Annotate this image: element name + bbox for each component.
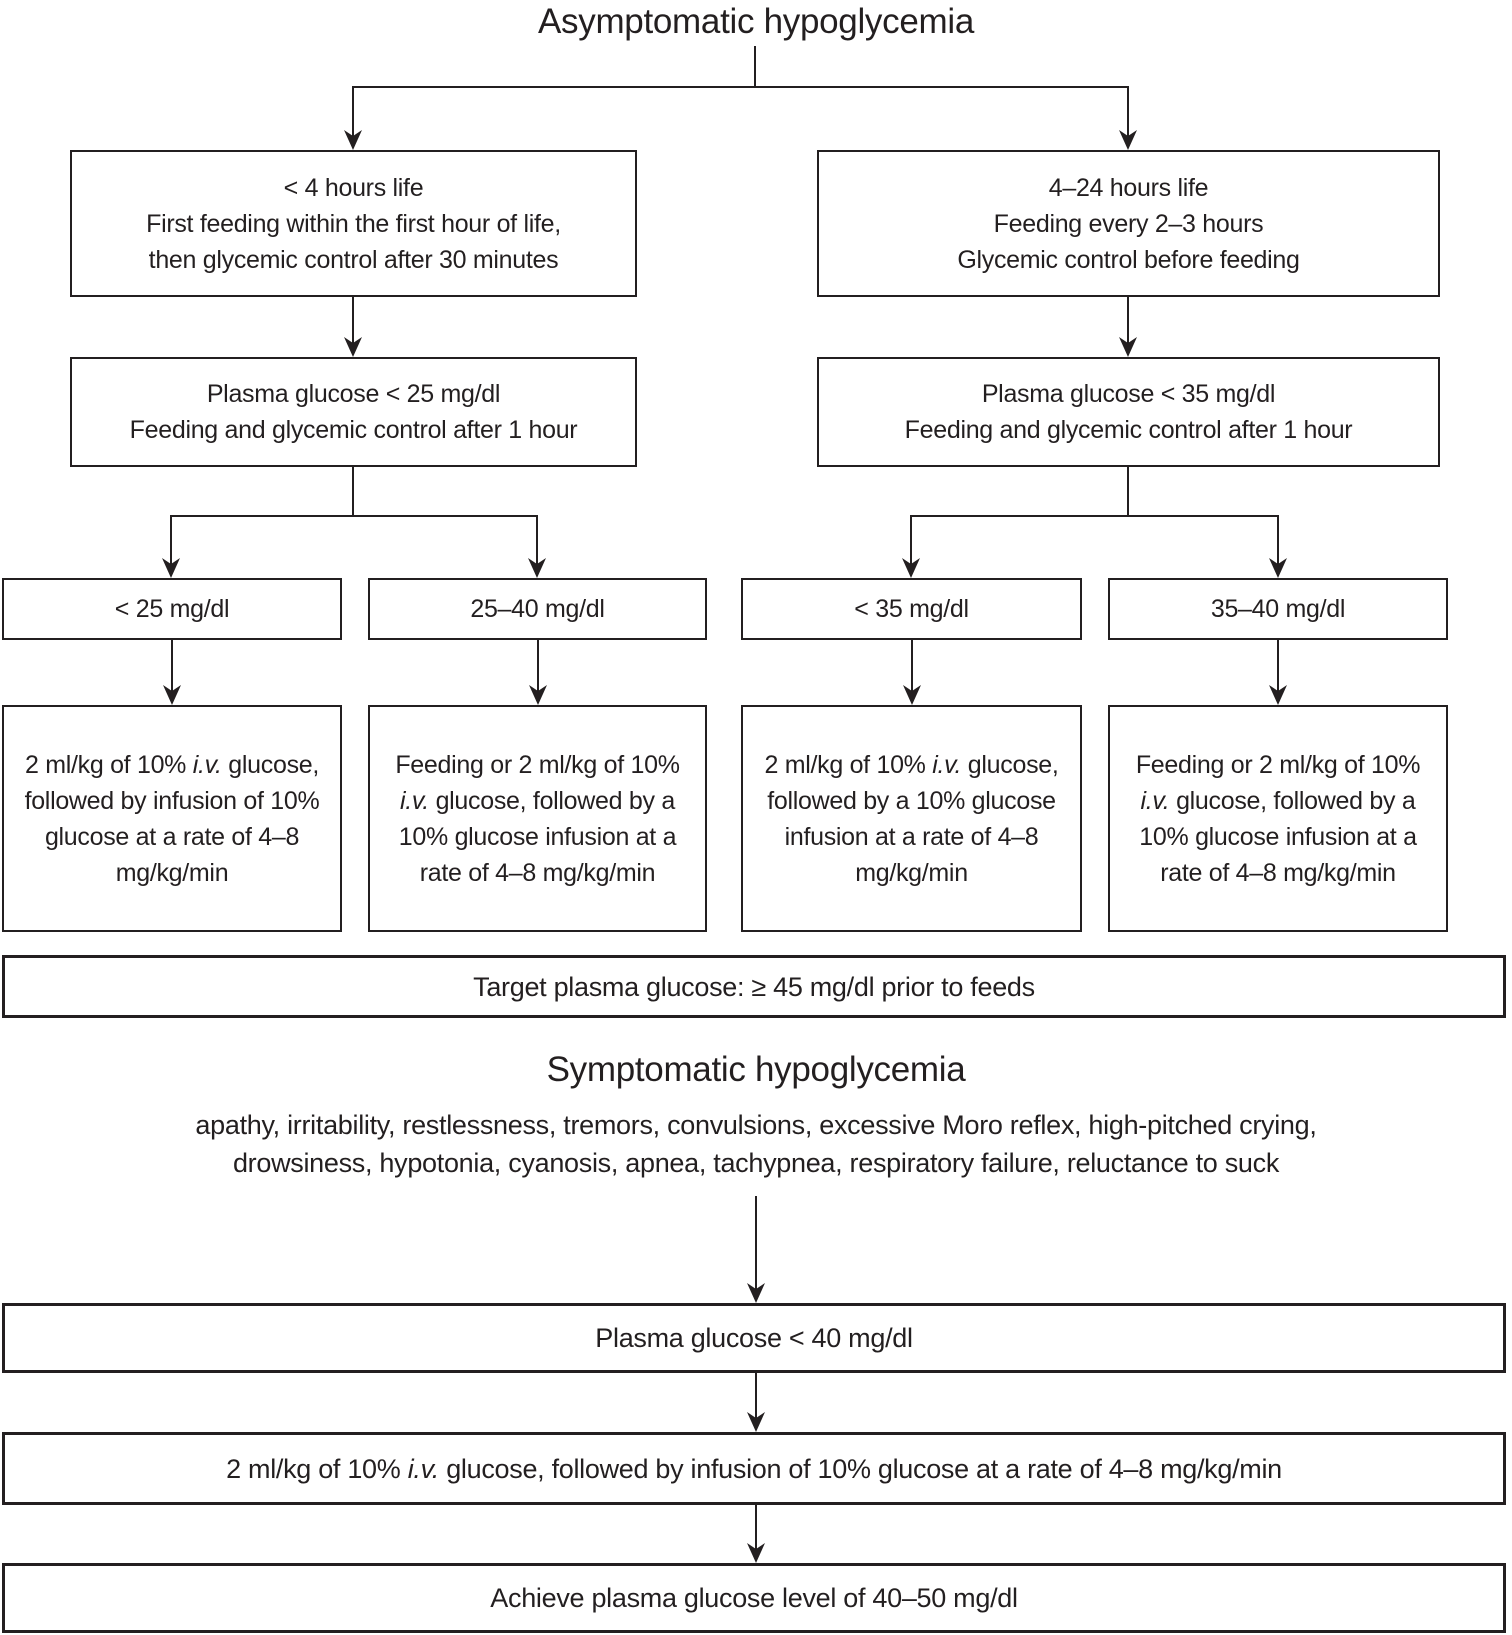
symptomatic-treatment-text: 2 ml/kg of 10% i.v. glucose, followed by… — [226, 1452, 1282, 1486]
symptoms-list: apathy, irritability, restlessness, trem… — [0, 1106, 1512, 1182]
connector-line — [537, 640, 539, 691]
text-segment: 2 ml/kg of 10% — [24, 750, 193, 779]
treatment-box-2: Feeding or 2 ml/kg of 10% i.v. glucose, … — [368, 705, 707, 932]
age-box-line: 4–24 hours life — [1048, 173, 1209, 202]
threshold-label: < 35 mg/dl — [854, 595, 969, 623]
connector-line — [910, 515, 1279, 517]
treatment-box-3: 2 ml/kg of 10% i.v. glucose, followed by… — [741, 705, 1082, 932]
treatment-text: Feeding or 2 ml/kg of 10% i.v. glucose, … — [382, 747, 693, 891]
goal-bar: Achieve plasma glucose level of 40–50 mg… — [2, 1563, 1506, 1633]
connector-line — [170, 515, 172, 564]
connector-line — [352, 467, 354, 517]
symptomatic-treatment-bar: 2 ml/kg of 10% i.v. glucose, followed by… — [2, 1432, 1506, 1505]
threshold-label: < 25 mg/dl — [114, 595, 230, 623]
age-box-line: then glycemic control after 30 minutes — [148, 245, 559, 274]
symptomatic-glucose-text: Plasma glucose < 40 mg/dl — [595, 1323, 913, 1353]
text-segment-italic: i.v. — [1140, 786, 1170, 815]
threshold-label: 25–40 mg/dl — [470, 595, 605, 623]
age-box-line: First feeding within the first hour of l… — [146, 209, 561, 238]
text-segment: Feeding or 2 ml/kg of 10% — [1135, 750, 1421, 779]
glucose-box-line: Plasma glucose < 25 mg/dl — [206, 380, 501, 408]
treatment-text: 2 ml/kg of 10% i.v. glucose, followed by… — [755, 747, 1068, 891]
goal-text: Achieve plasma glucose level of 40–50 mg… — [490, 1583, 1018, 1613]
connector-line — [755, 1505, 757, 1549]
connector-line — [754, 46, 756, 88]
text-segment-italic: i.v. — [192, 750, 222, 779]
text-segment: glucose, followed by a 10% glucose infus… — [1139, 786, 1417, 887]
connector-line — [911, 640, 913, 691]
text-segment: glucose, followed by a 10% glucose infus… — [398, 786, 677, 887]
text-segment: glucose, followed by infusion of 10% glu… — [439, 1453, 1282, 1484]
right-glucose-box: Plasma glucose < 35 mg/dl Feeding and gl… — [817, 357, 1440, 467]
text-segment: glucose, followed by infusion of 10% glu… — [24, 750, 320, 887]
threshold-box-lt25: < 25 mg/dl — [2, 578, 342, 640]
connector-line — [352, 86, 354, 136]
age-box-line: < 4 hours life — [283, 173, 424, 202]
symptoms-line: drowsiness, hypotonia, cyanosis, apnea, … — [232, 1148, 1280, 1178]
text-segment: Feeding or 2 ml/kg of 10% — [395, 750, 680, 779]
connector-line — [1127, 467, 1129, 517]
connector-line — [755, 1373, 757, 1418]
connector-line — [352, 297, 354, 343]
treatment-box-4: Feeding or 2 ml/kg of 10% i.v. glucose, … — [1108, 705, 1448, 932]
glucose-box-line: Plasma glucose < 35 mg/dl — [981, 380, 1276, 408]
left-glucose-box: Plasma glucose < 25 mg/dl Feeding and gl… — [70, 357, 637, 467]
treatment-text: Feeding or 2 ml/kg of 10% i.v. glucose, … — [1122, 747, 1434, 891]
text-segment: glucose, followed by a 10% glucose infus… — [767, 750, 1059, 887]
text-segment-italic: i.v. — [400, 786, 429, 815]
treatment-box-1: 2 ml/kg of 10% i.v. glucose, followed by… — [2, 705, 342, 932]
connector-line — [171, 640, 173, 691]
connector-line — [352, 86, 1129, 88]
glucose-box-line: Feeding and glycemic control after 1 hou… — [129, 416, 578, 444]
text-segment: 2 ml/kg of 10% — [226, 1453, 408, 1484]
threshold-box-35-40: 35–40 mg/dl — [1108, 578, 1448, 640]
glucose-box-line: Feeding and glycemic control after 1 hou… — [904, 416, 1353, 444]
threshold-box-25-40: 25–40 mg/dl — [368, 578, 707, 640]
threshold-label: 35–40 mg/dl — [1210, 595, 1346, 623]
connector-line — [1277, 515, 1279, 564]
connector-line — [1127, 297, 1129, 343]
text-segment: 2 ml/kg of 10% — [764, 750, 933, 779]
symptomatic-section-title: Symptomatic hypoglycemia — [546, 1050, 966, 1089]
connector-line — [536, 515, 538, 564]
treatment-text: 2 ml/kg of 10% i.v. glucose, followed by… — [16, 747, 328, 891]
connector-line — [1277, 640, 1279, 691]
left-age-box: < 4 hours life First feeding within the … — [70, 150, 637, 297]
connector-line — [755, 1196, 757, 1289]
age-box-line: Feeding every 2–3 hours — [993, 209, 1264, 238]
connector-line — [910, 515, 912, 564]
target-glucose-text: Target plasma glucose: ≥ 45 mg/dl prior … — [473, 971, 1035, 1002]
threshold-box-lt35: < 35 mg/dl — [741, 578, 1082, 640]
symptomatic-glucose-bar: Plasma glucose < 40 mg/dl — [2, 1303, 1506, 1373]
connector-line — [1127, 86, 1129, 136]
asymptomatic-section-title: Asymptomatic hypoglycemia — [538, 2, 974, 41]
age-box-line: Glycemic control before feeding — [957, 245, 1300, 274]
right-age-box: 4–24 hours life Feeding every 2–3 hours … — [817, 150, 1440, 297]
target-glucose-bar: Target plasma glucose: ≥ 45 mg/dl prior … — [2, 955, 1506, 1018]
connector-line — [170, 515, 538, 517]
symptoms-line: apathy, irritability, restlessness, trem… — [195, 1110, 1317, 1140]
text-segment-italic: i.v. — [407, 1453, 440, 1484]
text-segment-italic: i.v. — [932, 750, 962, 779]
